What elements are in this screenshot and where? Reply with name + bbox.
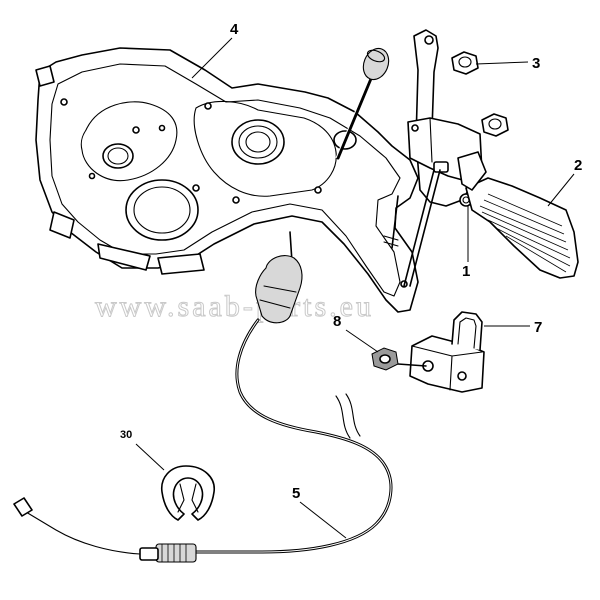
throttle-cable bbox=[13, 231, 393, 563]
cable-bracket bbox=[397, 311, 485, 393]
callout-30: 30 bbox=[120, 429, 132, 441]
cable-clip bbox=[161, 465, 215, 521]
callout-8: 8 bbox=[333, 313, 341, 330]
callout-5: 5 bbox=[292, 485, 300, 502]
nut-lower bbox=[481, 113, 509, 137]
pedal-pad bbox=[457, 151, 579, 279]
watermark: www.saab-parts.eu bbox=[95, 290, 374, 323]
nut-small bbox=[371, 347, 399, 371]
pedal-box-plate bbox=[35, 47, 419, 313]
callout-7: 7 bbox=[534, 319, 542, 336]
callout-3: 3 bbox=[532, 55, 540, 72]
leader-lines bbox=[135, 37, 575, 539]
nut-upper bbox=[451, 51, 479, 75]
callout-2: 2 bbox=[574, 157, 582, 174]
cable-end-rod bbox=[335, 47, 390, 160]
callout-4: 4 bbox=[230, 21, 239, 38]
callout-1: 1 bbox=[462, 263, 470, 280]
